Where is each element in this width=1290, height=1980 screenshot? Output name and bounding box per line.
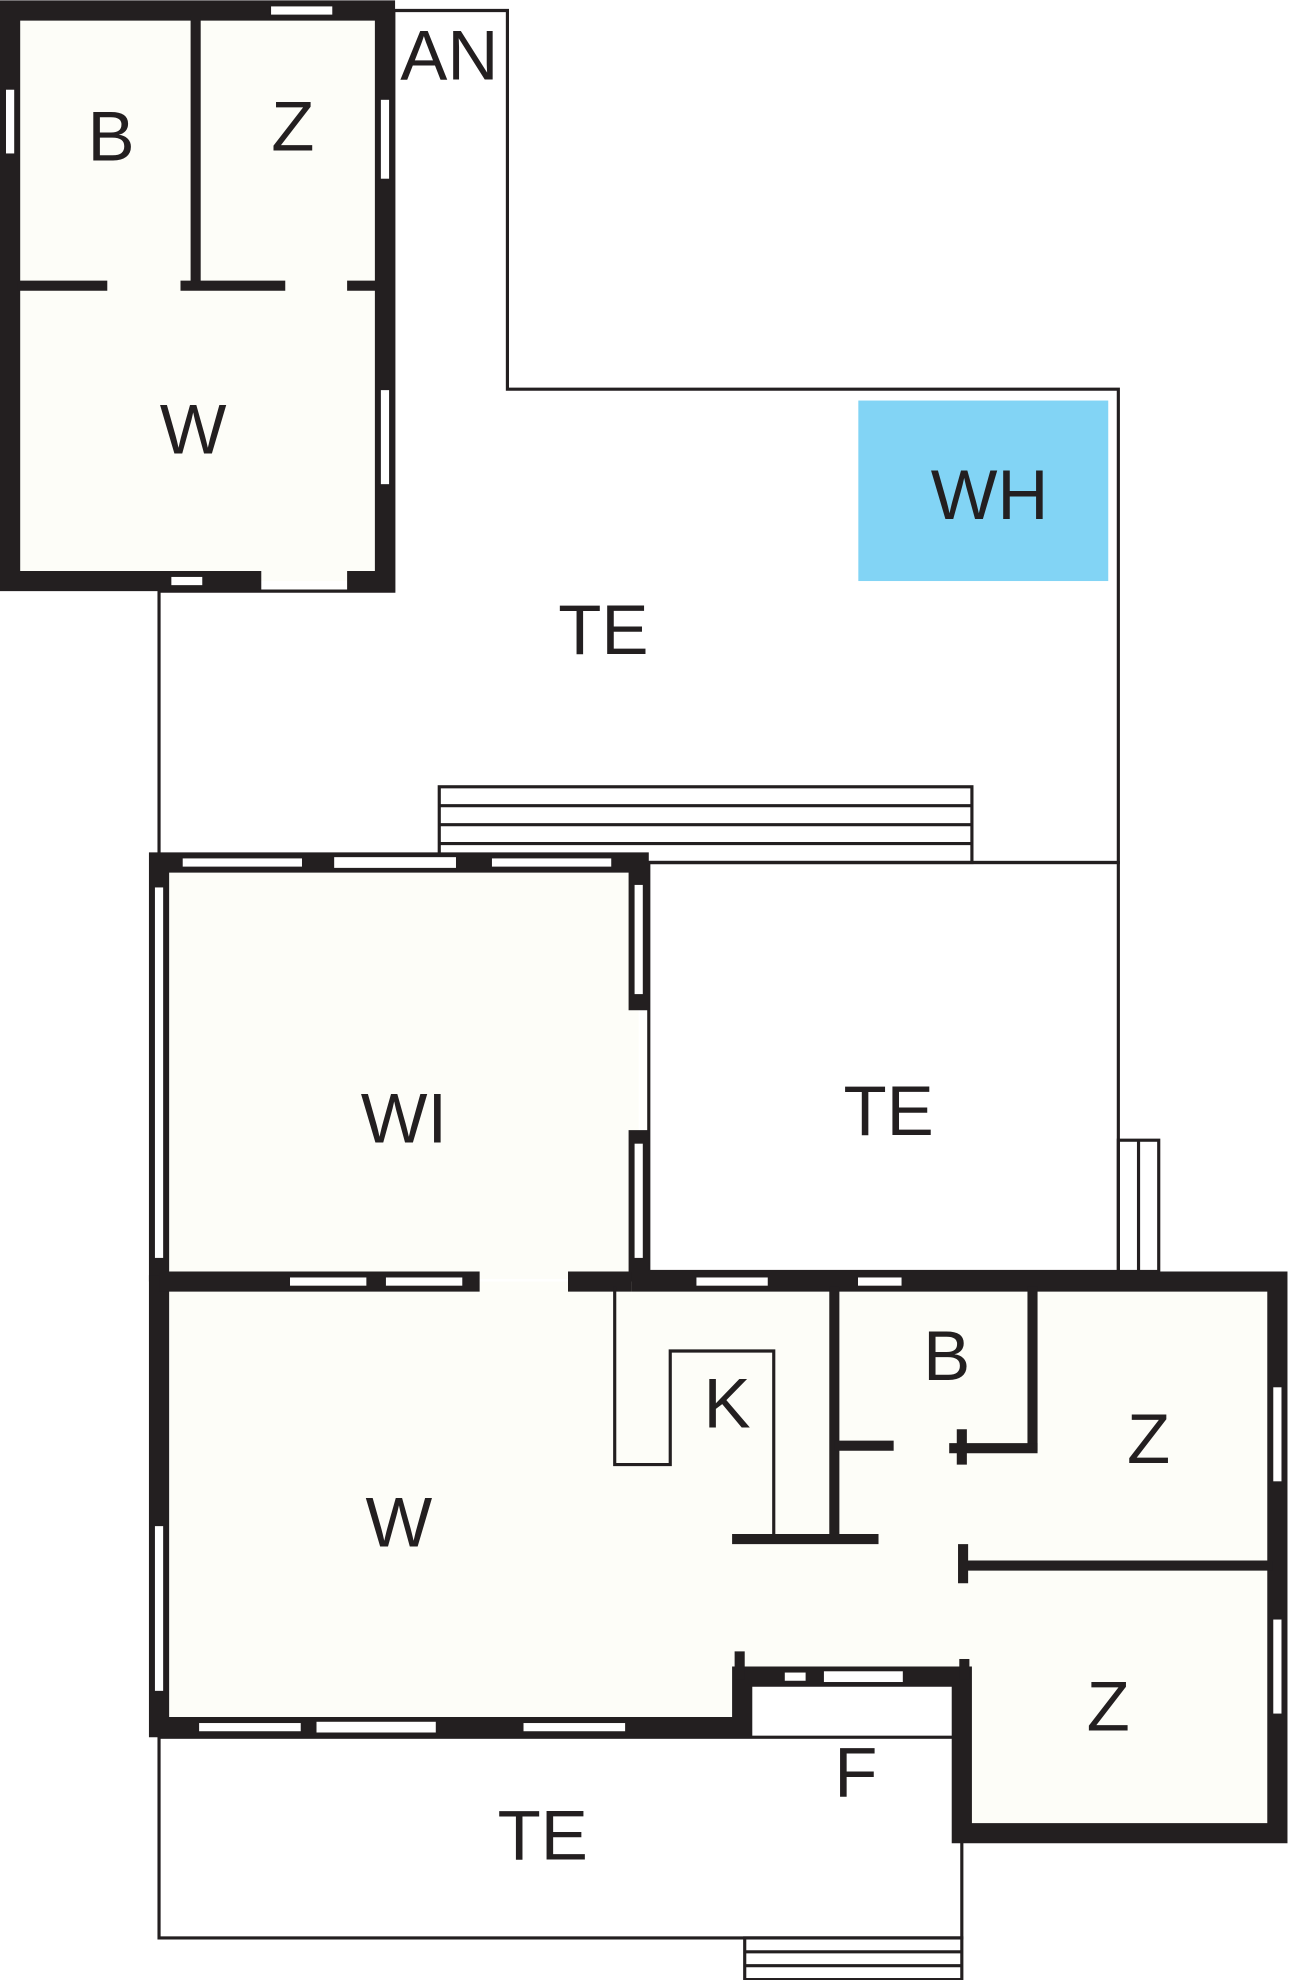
room-label-whirlpool: WH xyxy=(931,455,1049,534)
room-label-terrace-bottom: TE xyxy=(498,1795,588,1874)
room-label-annex: AN xyxy=(400,16,498,95)
room-label-annex-living: W xyxy=(160,389,227,468)
room-label-annex-bath: B xyxy=(88,96,135,175)
room-label-terrace-top: TE xyxy=(558,590,648,669)
room-label-terrace-middle: TE xyxy=(843,1071,933,1150)
room-label-annex-bedroom: Z xyxy=(271,86,314,165)
stairs-top xyxy=(437,785,974,865)
annex-building xyxy=(0,0,396,592)
room-label-bedroom-1: Z xyxy=(1127,1399,1170,1478)
room-label-bath: B xyxy=(923,1316,970,1395)
winter-garden xyxy=(148,852,649,1282)
main-building xyxy=(148,1271,1288,1844)
room-label-bedroom-2: Z xyxy=(1087,1667,1130,1746)
room-label-hall: F xyxy=(834,1732,877,1811)
room-label-living: W xyxy=(366,1482,433,1561)
terrace-middle-area xyxy=(647,860,1120,1274)
whirlpool-area xyxy=(858,400,1109,582)
side-stairs xyxy=(1116,1138,1161,1274)
stairs-bottom xyxy=(743,1936,964,1980)
room-label-kitchen: K xyxy=(703,1364,750,1443)
room-label-winter-garden: WI xyxy=(361,1078,447,1157)
